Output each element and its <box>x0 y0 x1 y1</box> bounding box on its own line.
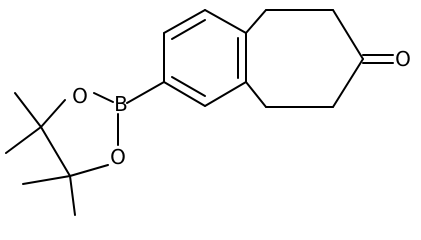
ketone-group: O <box>362 47 411 71</box>
bond-c7-ring-d <box>332 58 364 108</box>
bond-benzene-bottom-left-inner <box>171 76 206 97</box>
bond-methyl-3 <box>22 175 71 185</box>
bond-benzene-top-left <box>163 9 206 34</box>
oxygen-upper-label: O <box>72 84 88 108</box>
cycloheptanone-ring <box>245 9 364 108</box>
bond-oxygen-upper-carbon <box>40 99 66 128</box>
bond-benzene-top-left-inner <box>171 19 206 40</box>
bond-methyl-4 <box>69 175 76 216</box>
bond-methyl-2 <box>5 126 42 154</box>
ketone-oxygen-label: O <box>395 47 411 71</box>
bond-benzene-bottom-left <box>163 81 206 107</box>
bond-methyl-1 <box>14 92 42 128</box>
oxygen-lower-label: O <box>110 145 126 169</box>
bond-oxygen-lower-carbon <box>69 164 109 177</box>
methyl-groups <box>5 92 76 216</box>
bond-benzene-bottom-right <box>204 81 247 107</box>
chemical-structure-canvas: O B O O <box>5 9 411 216</box>
boron-label: B <box>114 92 128 116</box>
bond-c7-ring-f <box>245 81 267 108</box>
benzene-ring <box>163 9 247 107</box>
bond-pinacol-carbon-carbon <box>40 126 71 177</box>
dioxaborolane-ring: B O O <box>40 84 128 177</box>
bond-benzene-top-right <box>204 9 247 34</box>
molecule-drawing: O B O O <box>5 9 411 216</box>
bond-aryl-boron <box>126 81 165 104</box>
bond-boron-oxygen-upper <box>93 92 114 103</box>
bond-c7-ring-c <box>332 9 364 60</box>
bond-c7-ring-a <box>245 9 267 34</box>
